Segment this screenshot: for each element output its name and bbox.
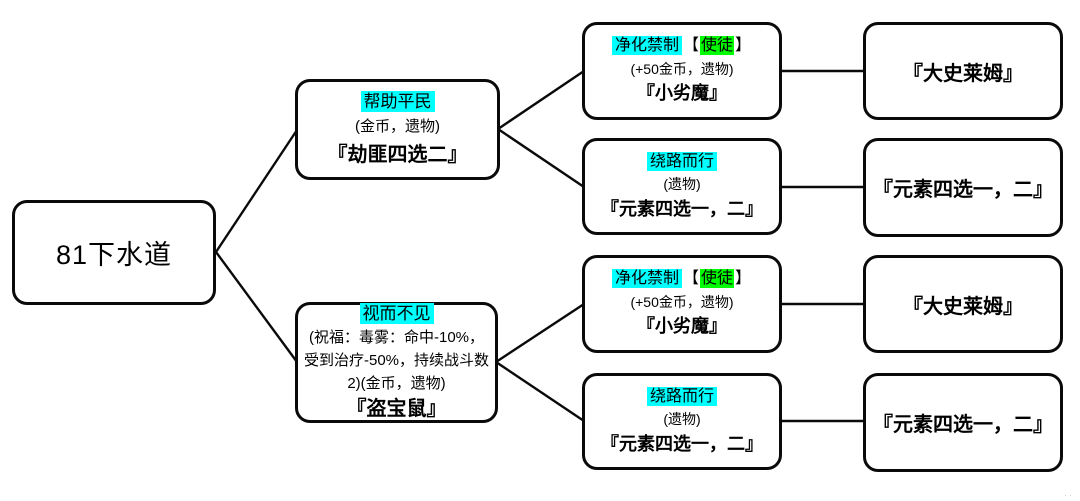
option-tag: 绕路而行 bbox=[646, 386, 717, 408]
option-node-detour-1: 绕路而行 (遗物) 『元素四选一，二』 bbox=[582, 138, 782, 235]
root-node-label: 81下水道 bbox=[55, 240, 173, 270]
option-reward: (遗物) bbox=[663, 411, 701, 428]
option-tag-highlight: 绕路而行 bbox=[646, 151, 717, 171]
result-label: 『大史莱姆』 bbox=[903, 295, 1023, 318]
bracket-open: 【 bbox=[682, 37, 699, 55]
choice-detail: (祝福：毒雾：命中-10%，受到治疗-50%，持续战斗数2)(金币，遗物) bbox=[303, 328, 490, 393]
bracket-close: 】 bbox=[735, 270, 752, 288]
result-node-big-slime-2: 『大史莱姆』 bbox=[863, 255, 1063, 353]
option-encounter: 『小劣魔』 bbox=[637, 83, 727, 104]
option-node-purify-ban-1: 净化禁制【使徒】 (+50金币，遗物) 『小劣魔』 bbox=[582, 22, 782, 120]
watermark-fragment: ·· bbox=[1064, 490, 1074, 500]
option-tag-highlight: 净化禁制 bbox=[611, 36, 682, 56]
choice-node-help-civilians: 帮助平民 (金币，遗物) 『劫匪四选二』 bbox=[295, 79, 500, 180]
choice-tag: 视而不见 bbox=[359, 302, 434, 325]
choice-reward: (金币，遗物) bbox=[355, 118, 440, 136]
result-label: 『元素四选一，二』 bbox=[873, 414, 1053, 436]
option-tag: 绕路而行 bbox=[646, 151, 717, 173]
option-node-detour-2: 绕路而行 (遗物) 『元素四选一，二』 bbox=[582, 373, 782, 470]
option-reward: (+50金币，遗物) bbox=[630, 60, 734, 77]
result-label: 『大史莱姆』 bbox=[903, 62, 1023, 85]
result-node-element-pick-2: 『元素四选一，二』 bbox=[863, 373, 1063, 472]
choice-tag-highlight: 帮助平民 bbox=[360, 91, 435, 113]
option-tag: 净化禁制【使徒】 bbox=[611, 36, 752, 57]
choice-tag: 帮助平民 bbox=[360, 91, 435, 113]
option-tag: 净化禁制【使徒】 bbox=[611, 269, 752, 290]
result-node-element-pick-1: 『元素四选一，二』 bbox=[863, 138, 1063, 237]
option-tag-highlight: 绕路而行 bbox=[646, 386, 717, 406]
option-encounter: 『元素四选一，二』 bbox=[601, 198, 763, 219]
option-encounter: 『小劣魔』 bbox=[637, 316, 727, 337]
option-tag-highlight: 净化禁制 bbox=[611, 269, 682, 289]
option-reward: (遗物) bbox=[663, 176, 701, 193]
bracket-open: 【 bbox=[682, 270, 699, 288]
option-role-highlight: 使徒 bbox=[700, 269, 735, 289]
choice-tag-highlight: 视而不见 bbox=[359, 302, 434, 324]
option-reward: (+50金币，遗物) bbox=[630, 293, 734, 310]
result-label: 『元素四选一，二』 bbox=[873, 179, 1053, 201]
choice-node-look-away: 视而不见 (祝福：毒雾：命中-10%，受到治疗-50%，持续战斗数2)(金币，遗… bbox=[295, 302, 498, 423]
choice-encounter: 『盗宝鼠』 bbox=[346, 398, 447, 421]
result-node-big-slime-1: 『大史莱姆』 bbox=[863, 22, 1063, 120]
option-role-highlight: 使徒 bbox=[700, 36, 735, 56]
choice-encounter: 『劫匪四选二』 bbox=[327, 143, 468, 166]
bracket-close: 】 bbox=[735, 37, 752, 55]
option-node-purify-ban-2: 净化禁制【使徒】 (+50金币，遗物) 『小劣魔』 bbox=[582, 255, 782, 353]
root-node-sewer: 81下水道 bbox=[12, 200, 216, 305]
option-encounter: 『元素四选一，二』 bbox=[601, 433, 763, 454]
